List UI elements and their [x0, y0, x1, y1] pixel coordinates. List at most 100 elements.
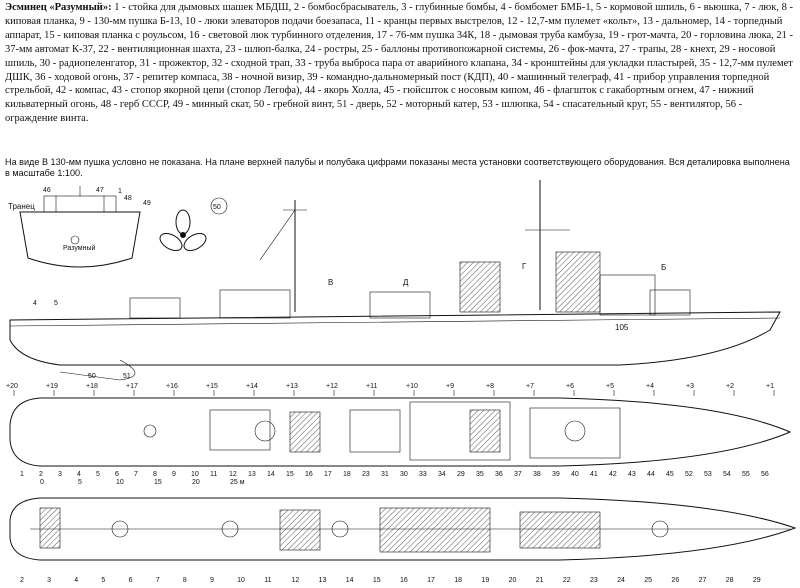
legend-body: 1 - стойка для дымовых шашек МБДШ, 2 - б…: [5, 2, 794, 125]
callout-49: 49: [143, 200, 151, 207]
lower-callout: 2: [20, 577, 24, 584]
upper-callout: 38: [533, 471, 541, 478]
lower-callout: 4: [74, 577, 78, 584]
station-label: +14: [246, 383, 258, 390]
upper-callout: 54: [723, 471, 731, 478]
upper-callout: 1: [20, 471, 24, 478]
lower-callout: 23: [590, 577, 598, 584]
scale-label: 10: [116, 479, 124, 486]
lower-deck-plan: [9, 497, 797, 561]
upper-callout: 31: [381, 471, 389, 478]
upper-callout: 40: [571, 471, 579, 478]
upper-callout: 53: [704, 471, 712, 478]
scale-bar: 0 5 10 15 20 25 м: [40, 479, 245, 486]
station-label: +12: [326, 383, 338, 390]
drawing-note: На виде В 130-мм пушка условно не показа…: [5, 157, 790, 178]
transom-deckhouse: [43, 195, 117, 213]
callout-51: 51: [123, 373, 131, 380]
ussr-emblem: [70, 235, 80, 245]
lower-callout: 20: [509, 577, 517, 584]
lower-callout: 5: [101, 577, 105, 584]
transom-outline: [19, 211, 141, 268]
transom-view: Транец Разумный 46 47 48 49 1: [8, 186, 151, 268]
lower-callout: 19: [481, 577, 489, 584]
lower-callout: 21: [536, 577, 544, 584]
station-label: +18: [86, 383, 98, 390]
scale-label: 15: [154, 479, 162, 486]
station-label: +4: [646, 383, 654, 390]
callout-46: 46: [43, 187, 51, 194]
lower-callout: 7: [156, 577, 160, 584]
propeller-guard: [59, 359, 136, 381]
callout-48: 48: [124, 195, 132, 202]
propeller-detail: 50: [159, 197, 228, 252]
funnel-fore: [555, 251, 601, 313]
upper-callout: 13: [248, 471, 256, 478]
upper-callout: 18: [343, 471, 351, 478]
station-label: +13: [286, 383, 298, 390]
upper-callout: 39: [552, 471, 560, 478]
station-label: +19: [46, 383, 58, 390]
callout-1: 1: [118, 188, 122, 195]
callout-50: 50: [213, 204, 221, 211]
lower-callout: 24: [617, 577, 625, 584]
station-label: +8: [486, 383, 494, 390]
upper-callout: 37: [514, 471, 522, 478]
lower-callout: 25: [644, 577, 652, 584]
view-letter-d: Д: [403, 278, 409, 287]
callout-50-side: 50: [88, 373, 96, 380]
upper-callout: 52: [685, 471, 693, 478]
upper-callout: 35: [476, 471, 484, 478]
callout-47: 47: [96, 187, 104, 194]
upper-callout: 44: [647, 471, 655, 478]
scale-label: 25 м: [230, 479, 245, 486]
station-label: +1: [766, 383, 774, 390]
station-label: +16: [166, 383, 178, 390]
transom-label: Транец: [8, 202, 35, 211]
view-letter-g: Г: [522, 262, 527, 271]
lower-callout: 17: [427, 577, 435, 584]
station-label: +7: [526, 383, 534, 390]
station-label: +10: [406, 383, 418, 390]
lower-callout: 3: [47, 577, 51, 584]
upper-callout: 4: [77, 471, 81, 478]
view-letter-v: В: [328, 278, 333, 287]
station-label: +5: [606, 383, 614, 390]
upper-deck-plan: [9, 397, 792, 467]
lower-callout: 29: [753, 577, 761, 584]
upper-callout: 8: [153, 471, 157, 478]
lower-deck-outline: [9, 497, 797, 561]
lower-callout: 27: [699, 577, 707, 584]
upper-callout: 3: [58, 471, 62, 478]
upper-callout: 33: [419, 471, 427, 478]
upper-callout: 7: [134, 471, 138, 478]
lower-callout: 15: [373, 577, 381, 584]
upper-callout: 10: [191, 471, 199, 478]
station-label: +6: [566, 383, 574, 390]
scale-label: 20: [192, 479, 200, 486]
station-label: +3: [686, 383, 694, 390]
lower-callout: 8: [183, 577, 187, 584]
upper-callout: 11: [210, 471, 217, 478]
upper-callout: 15: [286, 471, 294, 478]
upper-callout: 29: [457, 471, 465, 478]
station-label: +15: [206, 383, 218, 390]
side-profile: 105 4 5 50 51 В Д Г Б: [9, 180, 781, 381]
upper-callout: 17: [324, 471, 332, 478]
hull-number: 105: [615, 323, 629, 332]
upper-callout: 23: [362, 471, 370, 478]
upper-deck-outline: [9, 397, 792, 467]
transom-ship-name: Разумный: [63, 244, 96, 252]
scale-label: 5: [78, 479, 82, 486]
lower-callout: 26: [671, 577, 679, 584]
upper-callout: 42: [609, 471, 617, 478]
upper-callout: 41: [590, 471, 598, 478]
lower-callout: 9: [210, 577, 214, 584]
lower-callout: 12: [291, 577, 299, 584]
scale-label: 0: [40, 479, 44, 486]
upper-callout: 56: [761, 471, 769, 478]
view-letter-b: Б: [661, 263, 666, 272]
lower-callout: 16: [400, 577, 408, 584]
